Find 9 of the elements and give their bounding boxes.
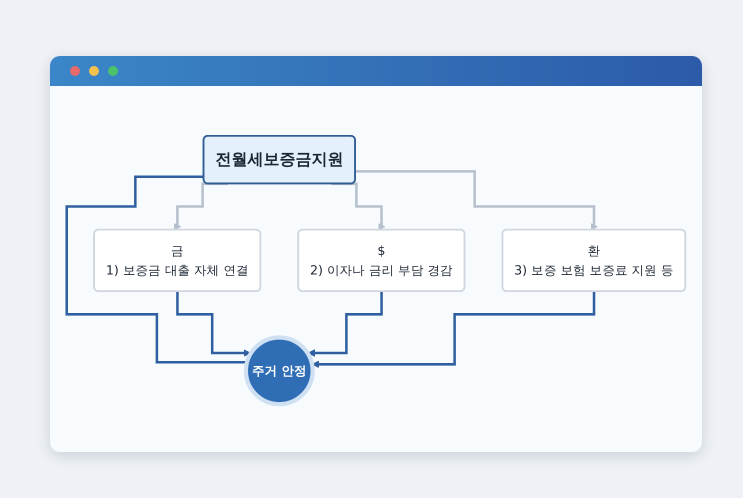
browser-window: 전월세보증금지원 금 1) 보증금 대출 자체 연결 $ 2) 이자나 금리 부담 경감 환 3) 보증 보험 보증료 지원 등 주거 안정 [50, 56, 702, 452]
arrow [176, 290, 251, 357]
arrow [355, 170, 598, 230]
arrow [312, 290, 596, 368]
node-circle [244, 335, 315, 406]
arrow [174, 182, 228, 230]
arrow [331, 182, 386, 230]
arrow [308, 290, 384, 357]
connector [65, 176, 248, 364]
